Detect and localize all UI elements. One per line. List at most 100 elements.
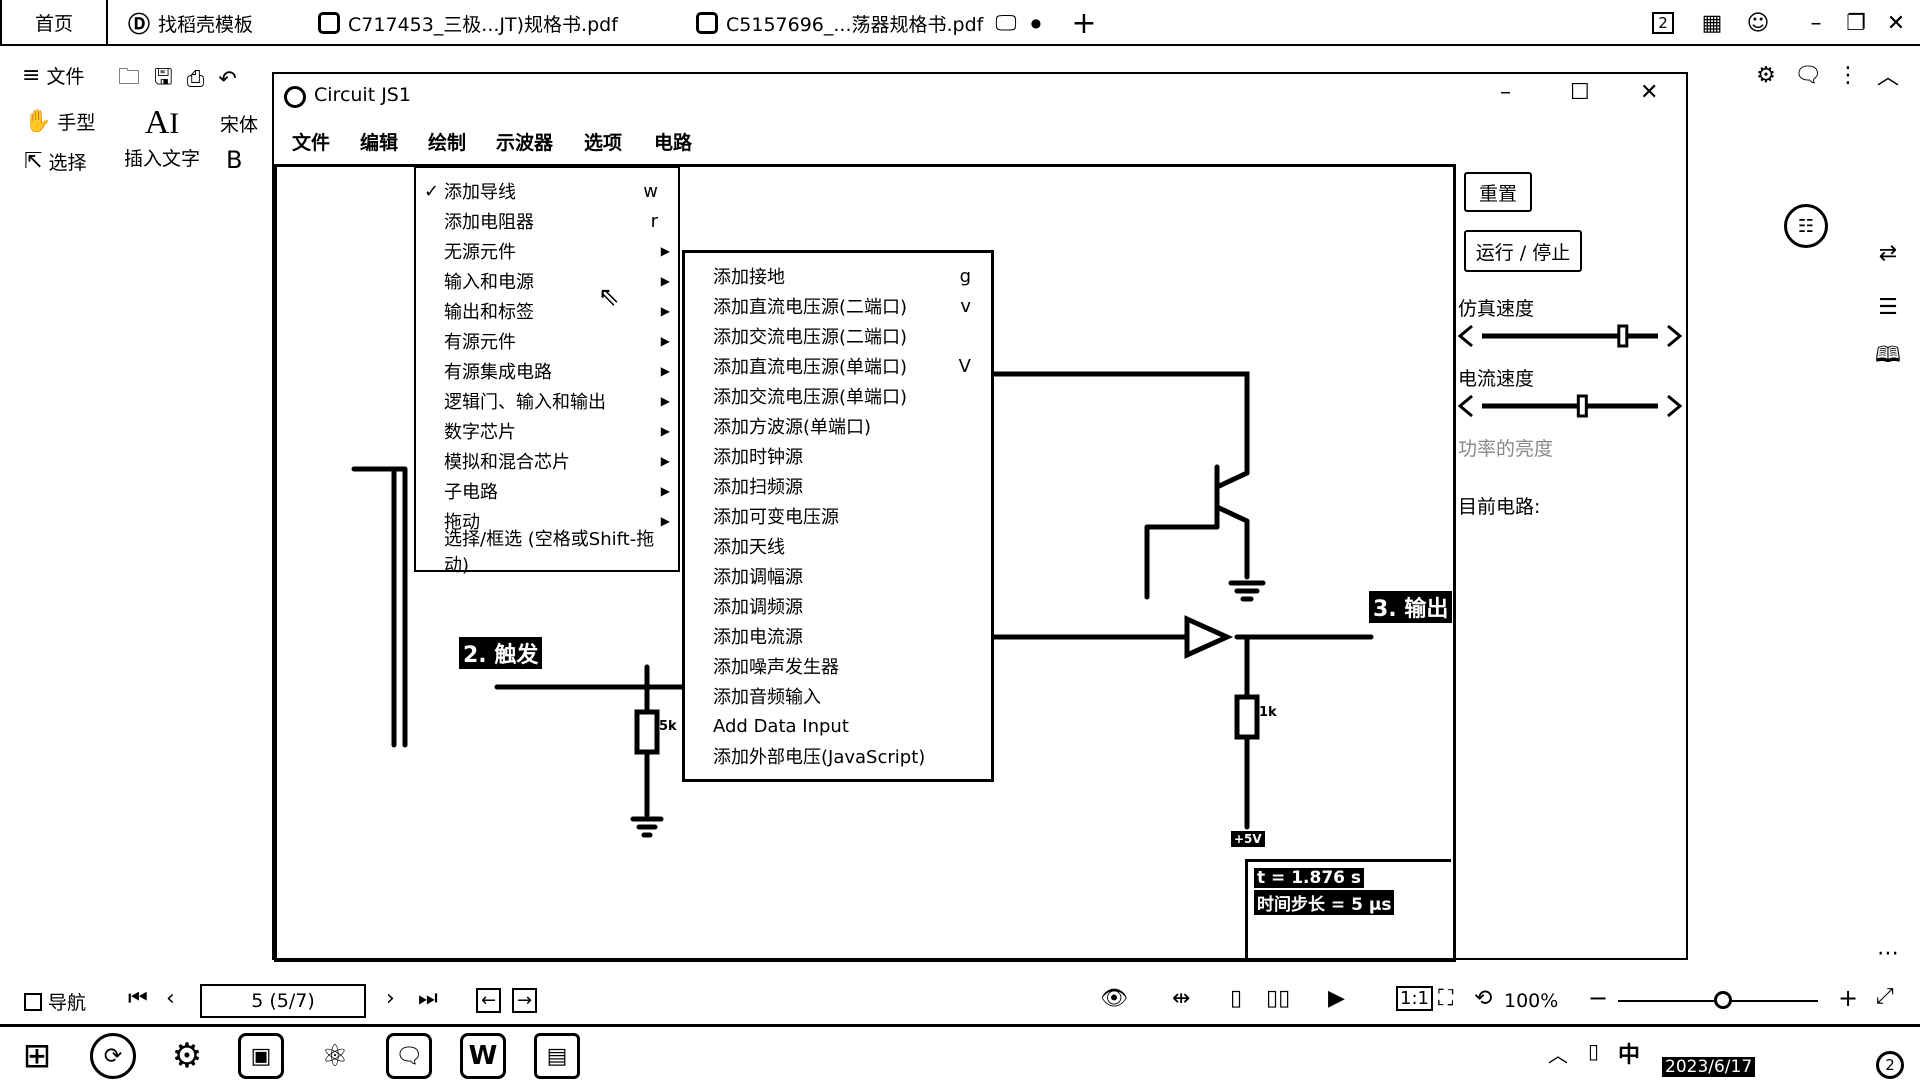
circuit-app-icon[interactable]: ⚛ — [321, 1038, 349, 1074]
tab-pdf-1[interactable]: C717453_三极...JT)规格书.pdf — [318, 0, 618, 46]
sources-menu-item[interactable]: 添加交流电压源(二端口) — [685, 321, 991, 351]
sources-menu-item[interactable]: 添加音频输入 — [685, 681, 991, 711]
sources-menu-item[interactable]: 添加调频源 — [685, 591, 991, 621]
sim-speed-slider[interactable] — [1458, 322, 1682, 350]
draw-menu-item[interactable]: 输入和电源▶ — [416, 266, 678, 296]
sources-menu-item[interactable]: 添加外部电压(JavaScript) — [685, 741, 991, 771]
first-page-icon[interactable]: ⏮ — [128, 986, 148, 1011]
menu-scope[interactable]: 示波器 — [496, 132, 554, 154]
screenshot-app-icon[interactable]: ▣ — [238, 1033, 284, 1079]
sources-menu-item[interactable]: Add Data Input — [685, 711, 991, 741]
zoom-slider[interactable] — [1618, 991, 1818, 1009]
image-viewer-icon[interactable]: ▤ — [534, 1033, 580, 1079]
window-close-icon[interactable]: ✕ — [1640, 80, 1659, 105]
single-page-icon[interactable]: ▯ — [1230, 986, 1243, 1011]
translate-icon[interactable]: ⇄ — [1878, 240, 1898, 266]
actual-size-icon[interactable]: 1:1 — [1396, 986, 1433, 1011]
restore-icon[interactable]: ❐ — [1846, 10, 1866, 36]
draw-menu-item[interactable]: 子电路▶ — [416, 476, 678, 506]
window-titlebar[interactable]: Circuit JS1 – ☐ ✕ — [274, 74, 1686, 120]
close-icon[interactable]: ✕ — [1886, 10, 1906, 36]
open-folder-icon[interactable]: 🗀 — [118, 65, 141, 90]
grid-icon[interactable]: ▦ — [1701, 10, 1723, 36]
notification-icon[interactable]: 2 — [1876, 1051, 1904, 1079]
select-tool[interactable]: ⇱ 选择 — [24, 148, 86, 175]
menu-edit[interactable]: 编辑 — [360, 132, 399, 154]
reset-button[interactable]: 重置 — [1464, 172, 1532, 212]
print-icon[interactable]: ⎙ — [186, 66, 205, 92]
fit-width-icon[interactable]: ⇹ — [1172, 986, 1191, 1011]
draw-menu-item[interactable]: 有源集成电路▶ — [416, 356, 678, 386]
eye-icon[interactable]: 👁 — [1100, 986, 1128, 1011]
rotate-icon[interactable]: ⟲ — [1474, 986, 1493, 1011]
more-icon[interactable]: ⋮ — [1837, 62, 1859, 88]
user-icon[interactable]: ☺ — [1746, 10, 1770, 36]
tab-templates[interactable]: Ⓓ 找稻壳模板 — [128, 0, 253, 46]
page-count-button[interactable]: 2 — [1644, 8, 1682, 38]
sources-menu-item[interactable]: 添加直流电压源(二端口)v — [685, 291, 991, 321]
battery-icon[interactable]: ▯ — [1588, 1039, 1600, 1063]
menu-circuits[interactable]: 电路 — [654, 132, 693, 154]
last-page-icon[interactable]: ⏭ — [418, 986, 438, 1011]
circuit-canvas[interactable]: 2. 触发 3. 输出 5k 1k +5V t = 1.876 s 时间步长 =… — [274, 164, 1456, 962]
sources-menu-item[interactable]: 添加直流电压源(单端口)V — [685, 351, 991, 381]
draw-menu-item[interactable]: 有源元件▶ — [416, 326, 678, 356]
sources-menu-item[interactable]: 添加调幅源 — [685, 561, 991, 591]
window-maximize-icon[interactable]: ☐ — [1570, 80, 1590, 105]
browser-icon[interactable]: ⟳ — [90, 1033, 136, 1079]
minimize-icon[interactable]: – — [1810, 10, 1822, 36]
comment-icon[interactable]: 🗨 — [1794, 62, 1822, 88]
ellipsis-icon[interactable]: ⋯ — [1877, 940, 1899, 966]
double-page-icon[interactable]: ▯▯ — [1266, 986, 1291, 1011]
draw-menu-item[interactable]: 输出和标签▶ — [416, 296, 678, 326]
bold-button[interactable]: B — [226, 146, 242, 174]
assistant-icon[interactable]: ☷ — [1784, 204, 1828, 248]
draw-menu-item[interactable]: 拖动▶ — [416, 506, 678, 536]
play-icon[interactable]: ▶ — [1328, 986, 1345, 1011]
windows-start-icon[interactable]: ⊞ — [22, 1036, 52, 1076]
page-number-input[interactable]: 5 (5/7) — [200, 984, 366, 1018]
font-select[interactable]: 宋体 — [220, 110, 258, 137]
chat-app-icon[interactable]: 🗨 — [386, 1033, 432, 1079]
zoom-out-icon[interactable]: − — [1588, 984, 1609, 1012]
menu-file[interactable]: 文件 — [292, 132, 331, 154]
sources-menu-item[interactable]: 添加时钟源 — [685, 441, 991, 471]
undo-icon[interactable]: ↶ — [218, 66, 237, 92]
ime-indicator[interactable]: 中 — [1618, 1043, 1641, 1068]
sources-menu-item[interactable]: 添加扫频源 — [685, 471, 991, 501]
wps-app-icon[interactable]: W — [460, 1033, 506, 1079]
menu-draw[interactable]: 绘制 — [428, 132, 467, 154]
draw-menu-item[interactable]: 选择/框选 (空格或Shift-拖动) — [416, 529, 678, 576]
sources-menu-item[interactable]: 添加噪声发生器 — [685, 651, 991, 681]
menu-options[interactable]: 选项 — [584, 132, 623, 154]
settings-app-icon[interactable]: ⚙ — [171, 1036, 203, 1076]
sources-menu-item[interactable]: 添加交流电压源(单端口) — [685, 381, 991, 411]
draw-menu-item[interactable]: 数字芯片▶ — [416, 416, 678, 446]
fit-page-icon[interactable]: ⛶ — [1438, 986, 1454, 1011]
draw-menu-item[interactable]: 逻辑门、输入和输出▶ — [416, 386, 678, 416]
prev-page-icon[interactable]: ‹ — [166, 986, 175, 1011]
draw-menu-item[interactable]: 无源元件▶ — [416, 236, 678, 266]
sources-menu-item[interactable]: 添加天线 — [685, 531, 991, 561]
book-icon[interactable]: 🕮 — [1875, 343, 1901, 368]
draw-menu-item[interactable]: 模拟和混合芯片▶ — [416, 446, 678, 476]
tab-pdf-2[interactable]: C5157696_...荡器规格书.pdf — [696, 0, 983, 46]
sources-menu-item[interactable]: 添加方波源(单端口) — [685, 411, 991, 441]
nav-pane-toggle[interactable]: 导航 — [24, 988, 86, 1015]
monitor-icon[interactable]: 🖵 — [995, 10, 1017, 36]
zoom-in-icon[interactable]: + — [1838, 984, 1859, 1012]
window-minimize-icon[interactable]: – — [1500, 80, 1511, 105]
current-speed-slider[interactable] — [1458, 392, 1682, 420]
next-page-icon[interactable]: › — [386, 986, 395, 1011]
save-icon[interactable]: 🖫 — [154, 65, 173, 90]
sources-menu-item[interactable]: 添加电流源 — [685, 621, 991, 651]
taskbar-date[interactable]: 2023/6/17 — [1662, 1057, 1756, 1077]
zoom-level[interactable]: 100% — [1504, 990, 1559, 1012]
hand-tool[interactable]: ✋ 手型 — [24, 108, 95, 135]
sliders-icon[interactable]: ☰ — [1878, 294, 1898, 320]
insert-text-tool[interactable]: AI 插入文字 — [124, 104, 200, 171]
sources-menu-item[interactable]: 添加可变电压源 — [685, 501, 991, 531]
